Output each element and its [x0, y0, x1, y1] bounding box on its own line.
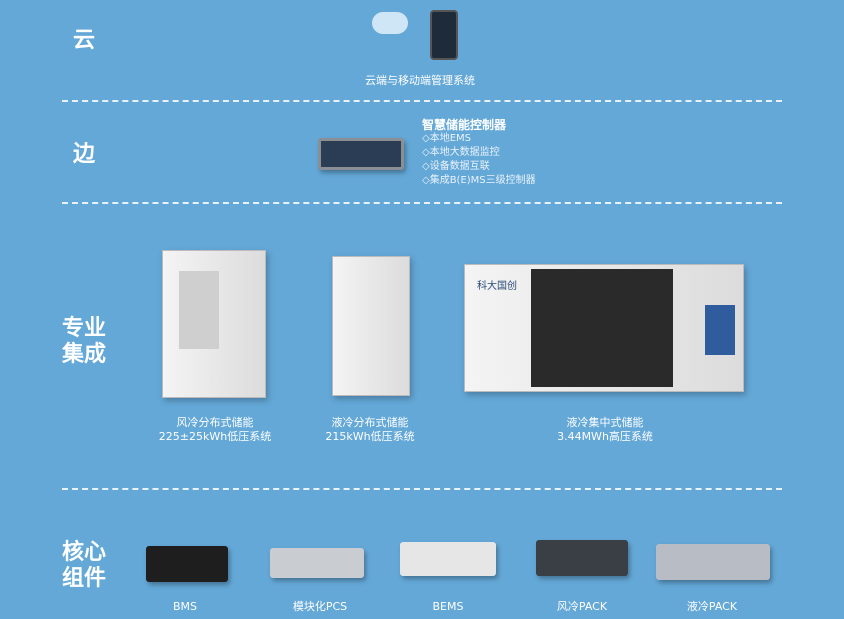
pcs-device — [270, 548, 364, 578]
liquid-pack-device — [656, 544, 770, 580]
controller-device — [318, 138, 404, 170]
core-label: 风冷PACK — [556, 600, 608, 613]
liquid-cooled-cabinet — [332, 256, 410, 396]
divider — [62, 202, 782, 204]
tier-cloud: 云 — [72, 28, 95, 53]
edge-bullet: ◇设备数据互联 — [422, 161, 490, 172]
core-label: BMS — [172, 600, 198, 613]
edge-title: 智慧储能控制器 — [422, 118, 507, 132]
core-label: 模块化PCS — [292, 600, 348, 613]
container-system: 科大国创 — [464, 264, 744, 392]
core-label: 液冷PACK — [686, 600, 738, 613]
air-pack-device — [536, 540, 628, 576]
bems-device — [400, 542, 496, 576]
bms-device — [146, 546, 228, 582]
core-label: BEMS — [432, 600, 464, 613]
brand-label: 科大国创 — [477, 281, 517, 292]
cloud-icon — [372, 12, 408, 34]
edge-bullet: ◇集成B(E)MS三级控制器 — [422, 175, 536, 186]
air-cooled-cabinet — [162, 250, 266, 398]
tier-core: 核心 组件 — [61, 540, 106, 591]
phone-icon — [430, 10, 458, 60]
edge-bullet: ◇本地EMS — [422, 133, 471, 144]
edge-bullet: ◇本地大数据监控 — [422, 147, 500, 158]
tier-integration: 专业 集成 — [61, 316, 106, 367]
cloud-caption: 云端与移动端管理系统 — [365, 74, 475, 87]
divider — [62, 100, 782, 102]
tier-edge: 边 — [72, 142, 95, 167]
divider — [62, 488, 782, 490]
